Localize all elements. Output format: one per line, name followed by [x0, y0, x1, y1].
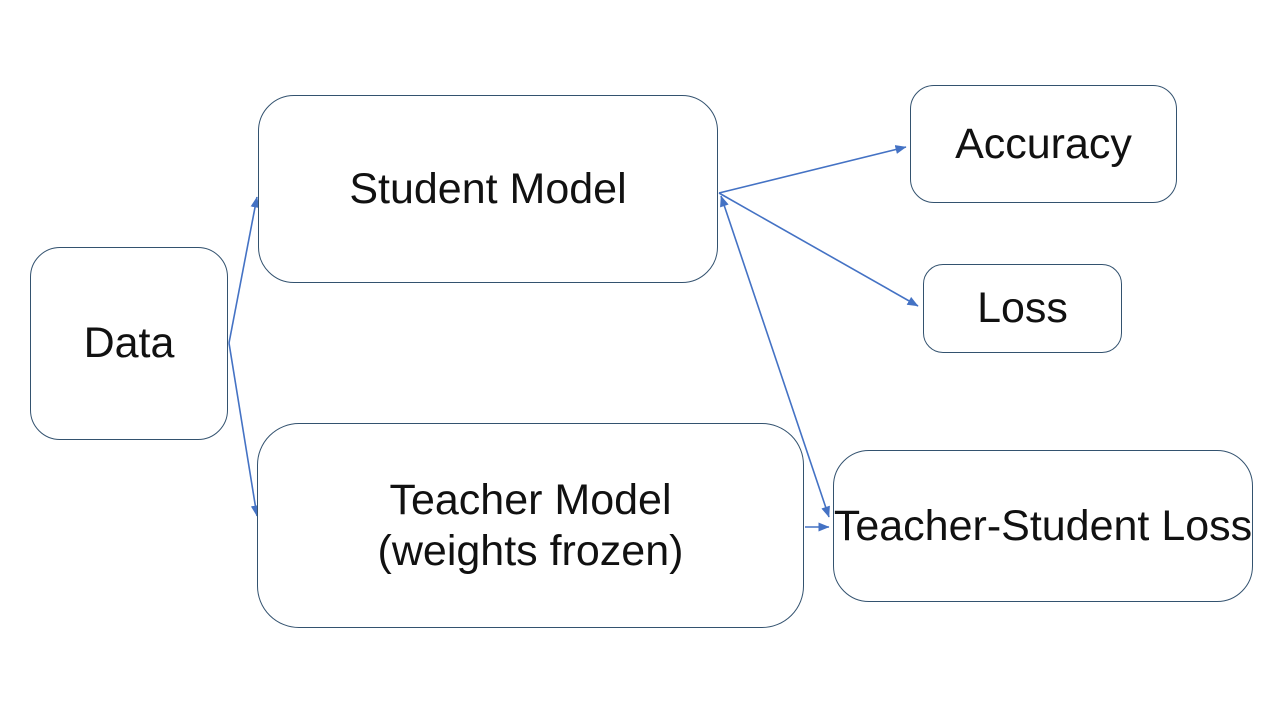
- node-loss: Loss: [923, 264, 1122, 353]
- node-student: Student Model: [258, 95, 718, 283]
- node-student-label: Student Model: [349, 164, 627, 213]
- node-accuracy-label: Accuracy: [955, 119, 1132, 168]
- node-ts_loss: Teacher-Student Loss: [833, 450, 1253, 602]
- node-teacher-label: Teacher Model: [389, 475, 672, 524]
- node-ts_loss-label: Teacher-Student Loss: [833, 501, 1253, 550]
- node-teacher: Teacher Model(weights frozen): [257, 423, 804, 628]
- arrow-data-to-student: [228, 196, 260, 344]
- node-accuracy: Accuracy: [910, 85, 1177, 203]
- node-data: Data: [30, 247, 228, 440]
- arrow-data-to-teacher: [228, 342, 260, 517]
- arrow-student-to-loss: [718, 192, 919, 307]
- node-data-label: Data: [83, 319, 175, 368]
- arrow-student-to-accuracy: [718, 145, 907, 194]
- node-loss-label: Loss: [977, 284, 1068, 333]
- node-teacher-sublabel: (weights frozen): [377, 526, 684, 575]
